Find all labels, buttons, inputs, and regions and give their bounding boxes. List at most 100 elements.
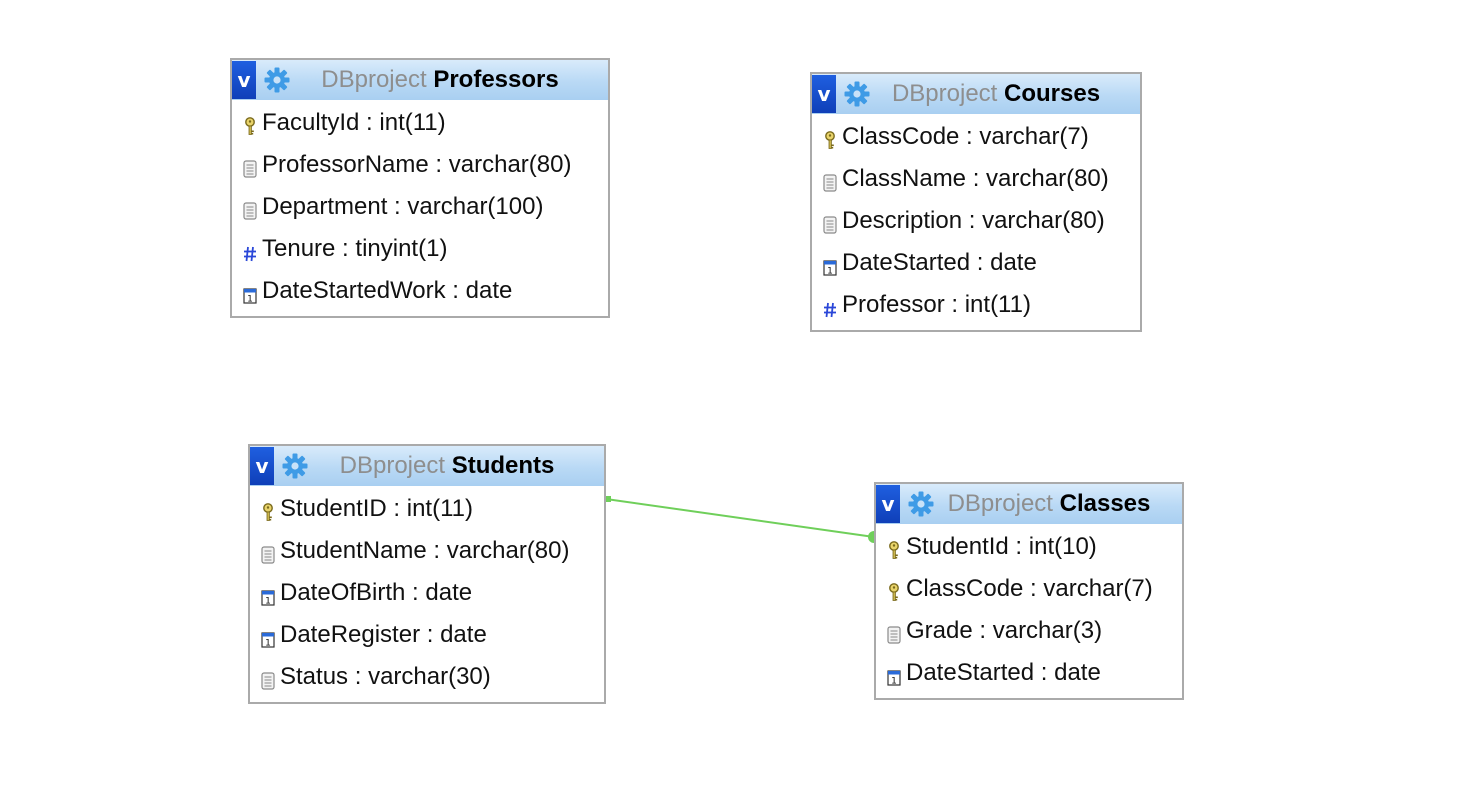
- primary-key-icon: [820, 124, 840, 150]
- table-header[interactable]: v DBproject Students: [250, 446, 604, 486]
- column-name: StudentID: [280, 495, 387, 522]
- gear-icon[interactable]: [280, 451, 310, 481]
- column-type-separator: :: [970, 249, 991, 276]
- column-row-studentid[interactable]: StudentId : int(10): [876, 526, 1182, 568]
- text-field-icon: [884, 618, 904, 644]
- column-type: varchar(80): [986, 165, 1109, 192]
- table-name: Students: [451, 452, 555, 479]
- table-name: Professors: [433, 66, 559, 93]
- column-name: Description: [842, 207, 963, 234]
- text-field-icon: [258, 538, 278, 564]
- column-row-professor[interactable]: Professor : int(11): [812, 284, 1140, 326]
- database-name: DBproject: [947, 490, 1053, 517]
- column-type-separator: :: [445, 277, 466, 304]
- column-name: ClassCode: [842, 123, 960, 150]
- column-row-tenure[interactable]: Tenure : tinyint(1): [232, 228, 608, 270]
- column-row-studentid[interactable]: StudentID : int(11): [250, 488, 604, 530]
- table-header[interactable]: v DBproject Classes: [876, 484, 1182, 524]
- table-title: DBproject Classes: [936, 485, 1182, 523]
- gear-icon[interactable]: [262, 65, 292, 95]
- column-type-separator: :: [426, 537, 447, 564]
- column-row-classname[interactable]: ClassName : varchar(80): [812, 158, 1140, 200]
- column-name: DateStarted: [906, 659, 1035, 686]
- collapse-toggle-button[interactable]: v: [876, 485, 900, 523]
- table-name: Classes: [1059, 490, 1151, 517]
- date-field-icon: 1: [884, 660, 904, 686]
- column-type-separator: :: [335, 235, 356, 262]
- column-type-separator: :: [428, 151, 449, 178]
- column-row-classcode[interactable]: ClassCode : varchar(7): [876, 568, 1182, 610]
- column-type-separator: :: [386, 495, 407, 522]
- column-list: FacultyId : int(11)ProfessorName : varch…: [232, 100, 608, 316]
- svg-text:1: 1: [265, 639, 271, 649]
- column-name: FacultyId: [262, 109, 360, 136]
- primary-key-icon: [884, 534, 904, 560]
- date-field-icon: 1: [820, 250, 840, 276]
- column-row-classcode[interactable]: ClassCode : varchar(7): [812, 116, 1140, 158]
- column-row-facultyid[interactable]: FacultyId : int(11): [232, 102, 608, 144]
- column-type-separator: :: [1008, 533, 1029, 560]
- date-field-icon: 1: [258, 622, 278, 648]
- column-name: Department: [262, 193, 388, 220]
- text-field-icon: [820, 208, 840, 234]
- column-row-grade[interactable]: Grade : varchar(3): [876, 610, 1182, 652]
- table-name: Courses: [1004, 80, 1101, 107]
- column-type: date: [425, 579, 473, 606]
- column-name: Grade: [906, 617, 973, 644]
- column-type: date: [465, 277, 513, 304]
- collapse-toggle-button[interactable]: v: [250, 447, 274, 485]
- column-type: varchar(7): [979, 123, 1089, 150]
- column-row-status[interactable]: Status : varchar(30): [250, 656, 604, 698]
- column-type-separator: :: [1034, 659, 1055, 686]
- primary-key-icon: [240, 110, 260, 136]
- column-row-department[interactable]: Department : varchar(100): [232, 186, 608, 228]
- collapse-toggle-button[interactable]: v: [812, 75, 836, 113]
- collapse-toggle-button[interactable]: v: [232, 61, 256, 99]
- database-name: DBproject: [321, 66, 427, 93]
- column-name: ProfessorName: [262, 151, 429, 178]
- column-type-separator: :: [959, 123, 980, 150]
- primary-key-icon: [258, 496, 278, 522]
- svg-text:1: 1: [891, 677, 897, 687]
- column-type: varchar(80): [448, 151, 572, 178]
- gear-icon[interactable]: [906, 489, 936, 519]
- column-type-separator: :: [1023, 575, 1044, 602]
- primary-key-icon: [884, 576, 904, 602]
- column-type-separator: :: [420, 621, 441, 648]
- table-header[interactable]: v DBproject Courses: [812, 74, 1140, 114]
- column-type: varchar(3): [992, 617, 1103, 644]
- relation-line-students-classes[interactable]: [605, 498, 875, 538]
- database-name: DBproject: [339, 452, 446, 479]
- column-type: date: [440, 621, 487, 648]
- column-row-description[interactable]: Description : varchar(80): [812, 200, 1140, 242]
- column-name: DateStartedWork: [262, 277, 446, 304]
- column-type: int(11): [964, 291, 1031, 318]
- column-name: ClassName: [842, 165, 967, 192]
- table-title: DBproject Courses: [872, 75, 1140, 113]
- column-type-separator: :: [944, 291, 965, 318]
- column-type-separator: :: [962, 207, 983, 234]
- column-type: varchar(7): [1043, 575, 1153, 602]
- svg-text:1: 1: [827, 267, 833, 277]
- database-name: DBproject: [891, 80, 998, 107]
- table-title: DBproject Professors: [292, 61, 608, 99]
- column-name: Tenure: [262, 235, 336, 262]
- gear-icon[interactable]: [842, 79, 872, 109]
- column-type: date: [990, 249, 1037, 276]
- column-type-separator: :: [972, 617, 993, 644]
- column-type: int(11): [406, 495, 473, 522]
- column-row-professorname[interactable]: ProfessorName : varchar(80): [232, 144, 608, 186]
- column-row-studentname[interactable]: StudentName : varchar(80): [250, 530, 604, 572]
- table-header[interactable]: v DBproject Professors: [232, 60, 608, 100]
- date-field-icon: 1: [258, 580, 278, 606]
